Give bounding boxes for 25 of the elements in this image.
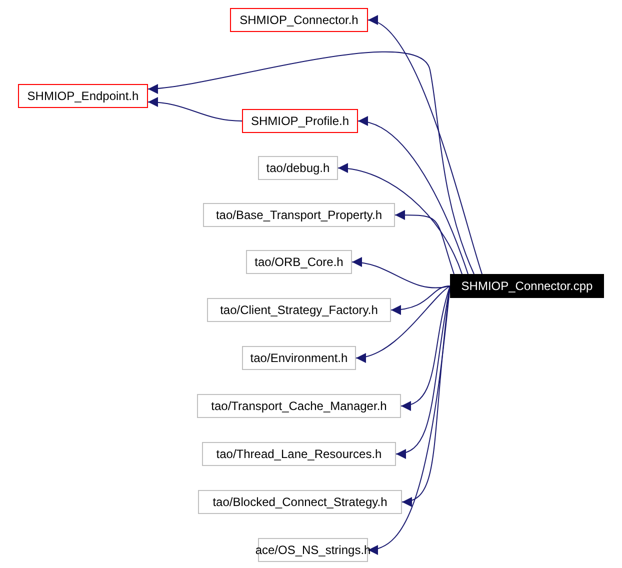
arrow [148, 97, 242, 122]
header-box: tao/Environment.h [242, 346, 356, 370]
arrow [400, 286, 450, 410]
header-box: SHMIOP_Connector.h [230, 8, 368, 32]
header-box: ace/OS_NS_strings.h [258, 538, 368, 562]
arrow [394, 210, 454, 274]
arrow [356, 286, 450, 362]
header-box: tao/Blocked_Connect_Strategy.h [198, 490, 402, 514]
source-file-box: SHMIOP_Connector.cpp [450, 274, 604, 298]
arrow [338, 164, 462, 274]
arrow [368, 18, 482, 274]
arrow [352, 258, 450, 288]
arrow [358, 118, 468, 274]
header-box: SHMIOP_Profile.h [242, 109, 358, 133]
arrow [148, 51, 474, 274]
header-box: SHMIOP_Endpoint.h [18, 84, 148, 108]
header-box: tao/debug.h [258, 156, 338, 180]
header-box: tao/ORB_Core.h [246, 250, 352, 274]
arrow [396, 286, 450, 458]
header-box: tao/Base_Transport_Property.h [203, 203, 395, 227]
arrow [390, 286, 450, 314]
header-box: tao/Thread_Lane_Resources.h [202, 442, 396, 466]
arrow [402, 286, 450, 506]
header-box: tao/Transport_Cache_Manager.h [197, 394, 401, 418]
header-box: tao/Client_Strategy_Factory.h [207, 298, 391, 322]
